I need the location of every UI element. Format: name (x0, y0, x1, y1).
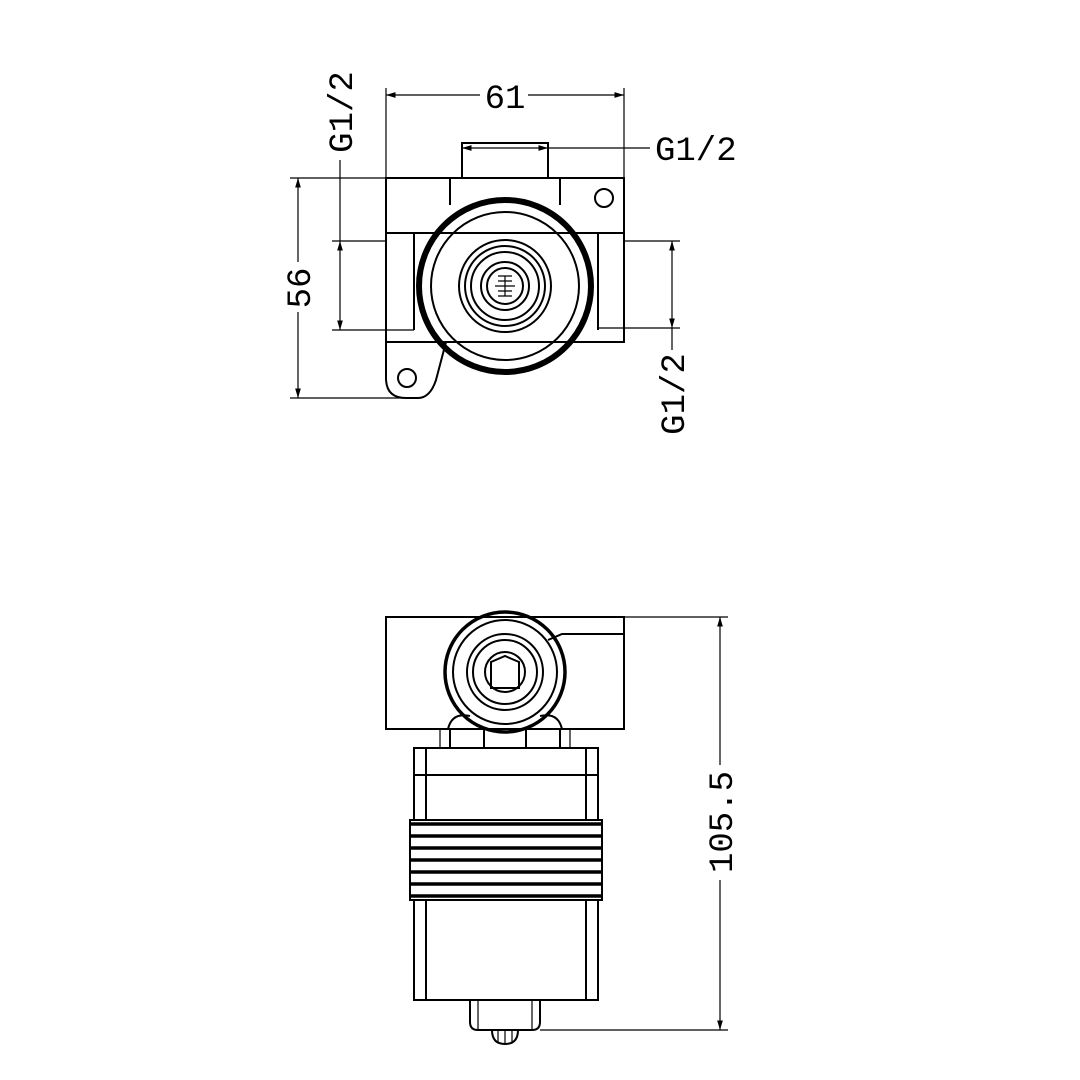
dim-width: 61 (385, 81, 625, 178)
dim-depth: 105.5 (540, 616, 743, 1031)
spindle (469, 1000, 541, 1046)
mounting-lug (385, 341, 447, 399)
side-body (385, 610, 625, 734)
top-view: 61 G1/2 56 G1/2 (283, 71, 737, 435)
right-port-label: G1/2 (657, 353, 695, 435)
width-label: 61 (485, 81, 526, 119)
dim-right-port: G1/2 (598, 240, 695, 435)
side-neck (439, 729, 571, 748)
top-port-label: G1/2 (655, 133, 737, 171)
mount-hole-top (594, 188, 614, 208)
top-port-boss (461, 142, 549, 179)
dim-top-port: G1/2 (461, 133, 737, 171)
cartridge-face (416, 197, 594, 375)
dim-left-port: G1/2 (325, 71, 414, 331)
depth-label: 105.5 (705, 771, 743, 873)
mount-hole-bottom (397, 368, 417, 388)
left-port-label: G1/2 (325, 71, 363, 153)
dim-height: 56 (283, 177, 406, 399)
height-label: 56 (283, 268, 321, 309)
cartridge-threads (409, 819, 603, 901)
side-view: 105.5 (385, 610, 743, 1046)
